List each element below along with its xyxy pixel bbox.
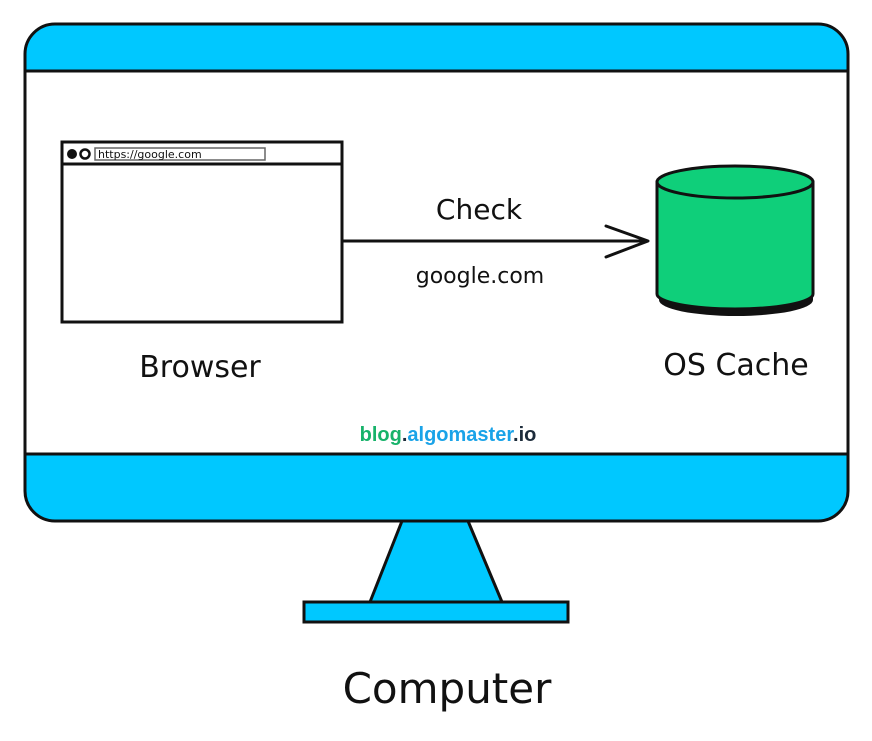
browser-dot-filled-icon xyxy=(67,149,77,159)
browser-url-text: https://google.com xyxy=(98,148,202,161)
computer-label: Computer xyxy=(343,664,553,713)
monitor-stand xyxy=(302,519,570,624)
browser-label: Browser xyxy=(139,350,261,385)
browser-frame xyxy=(60,140,344,324)
browser-address-bar[interactable] xyxy=(94,147,266,161)
stand-neck xyxy=(368,519,504,604)
browser-window: https://google.com xyxy=(60,140,344,324)
os-cache-database-icon xyxy=(655,164,815,316)
arrow-label-check: Check xyxy=(436,193,523,226)
arrow-head-icon xyxy=(604,224,650,259)
watermark: blog.algomaster.io xyxy=(360,424,537,446)
watermark-dot-2: . xyxy=(513,424,519,446)
check-arrow xyxy=(343,224,650,259)
watermark-io: io xyxy=(519,424,537,446)
watermark-algomaster: algomaster xyxy=(407,424,514,446)
arrow-label-domain: google.com xyxy=(416,264,544,289)
os-cache-label: OS Cache xyxy=(663,348,809,383)
browser-dot-outline-icon xyxy=(79,148,91,160)
watermark-blog: blog xyxy=(360,424,402,446)
cylinder-body xyxy=(655,180,815,311)
watermark-dot-1: . xyxy=(402,424,408,446)
stand-base xyxy=(302,600,570,624)
cylinder-top xyxy=(655,164,815,200)
